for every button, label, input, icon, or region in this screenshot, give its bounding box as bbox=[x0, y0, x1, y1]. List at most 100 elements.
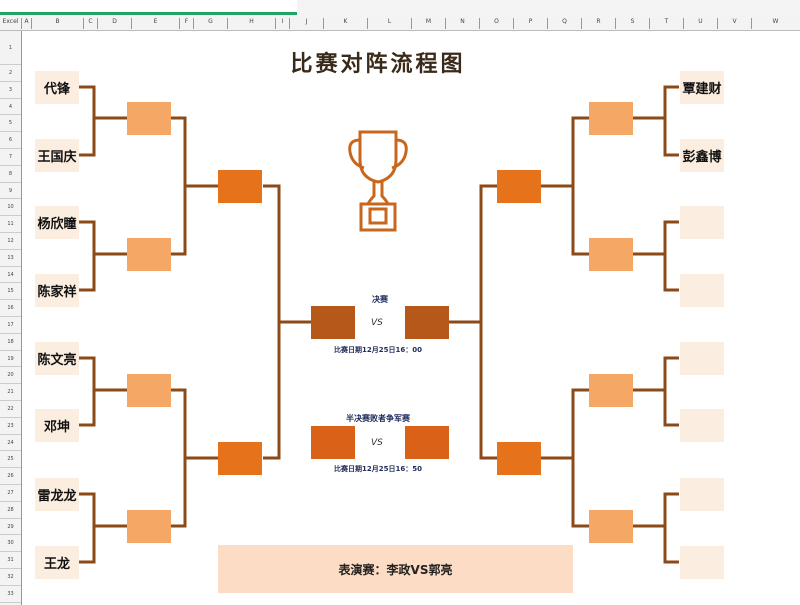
row-header[interactable]: 15 bbox=[0, 283, 21, 301]
row-header[interactable]: 27 bbox=[0, 485, 21, 502]
row-header[interactable]: 20 bbox=[0, 367, 21, 385]
column-header[interactable]: G bbox=[193, 18, 227, 29]
row-header[interactable]: 28 bbox=[0, 502, 21, 519]
row-header[interactable]: 17 bbox=[0, 317, 21, 334]
row-header[interactable]: 29 bbox=[0, 519, 21, 536]
row-header[interactable]: 4 bbox=[0, 99, 21, 116]
row-header[interactable]: 2 bbox=[0, 65, 21, 82]
column-header[interactable]: I bbox=[275, 18, 289, 29]
right-player-slot[interactable]: 彭鑫博 bbox=[680, 139, 724, 172]
round1-winner-slot[interactable] bbox=[589, 102, 633, 135]
left-player-slot[interactable]: 王国庆 bbox=[35, 139, 79, 172]
row-header[interactable]: 25 bbox=[0, 451, 21, 469]
row-header[interactable]: 18 bbox=[0, 334, 21, 351]
row-header[interactable]: 24 bbox=[0, 435, 21, 452]
round1-winner-slot[interactable] bbox=[589, 238, 633, 271]
column-header[interactable]: R bbox=[581, 18, 615, 29]
row-header[interactable]: 21 bbox=[0, 384, 21, 401]
round1-winner-slot[interactable] bbox=[589, 510, 633, 543]
left-player-slot[interactable]: 邓坤 bbox=[35, 409, 79, 442]
row-header[interactable]: 32 bbox=[0, 569, 21, 586]
column-header[interactable]: F bbox=[179, 18, 193, 29]
left-player-slot[interactable]: 陈文亮 bbox=[35, 342, 79, 375]
left-player-slot[interactable]: 王龙 bbox=[35, 546, 79, 579]
row-header[interactable]: 1 bbox=[0, 31, 21, 65]
right-player-slot[interactable] bbox=[680, 478, 724, 511]
third-place-left-slot[interactable] bbox=[311, 426, 355, 459]
column-header[interactable]: E bbox=[131, 18, 179, 29]
final-vs: VS bbox=[371, 318, 383, 328]
row-header[interactable]: 30 bbox=[0, 535, 21, 553]
column-header[interactable]: D bbox=[97, 18, 131, 29]
row-header[interactable]: 16 bbox=[0, 300, 21, 317]
row-header[interactable]: 7 bbox=[0, 149, 21, 166]
round1-winner-slot[interactable] bbox=[127, 510, 171, 543]
row-header[interactable]: 31 bbox=[0, 552, 21, 569]
final-right-slot[interactable] bbox=[405, 306, 449, 339]
column-header[interactable]: M bbox=[411, 18, 445, 29]
page-title: 比赛对阵流程图 bbox=[290, 51, 466, 77]
column-header[interactable]: J bbox=[289, 18, 323, 29]
row-header[interactable]: 9 bbox=[0, 183, 21, 200]
semifinal-slot[interactable] bbox=[497, 170, 541, 203]
column-header[interactable]: N bbox=[445, 18, 479, 29]
right-player-slot[interactable] bbox=[680, 274, 724, 307]
column-header[interactable]: K bbox=[323, 18, 367, 29]
left-player-slot[interactable]: 代锋 bbox=[35, 71, 79, 104]
round1-winner-slot[interactable] bbox=[127, 102, 171, 135]
exhibition-match[interactable]: 表演赛：李政VS郭亮 bbox=[218, 545, 573, 593]
column-header[interactable]: V bbox=[717, 18, 751, 29]
left-player-slot[interactable]: 雷龙龙 bbox=[35, 478, 79, 511]
left-player-slot[interactable]: 杨欣瞳 bbox=[35, 206, 79, 239]
column-header[interactable]: H bbox=[227, 18, 275, 29]
row-header[interactable]: 26 bbox=[0, 468, 21, 485]
final-label: 决赛 bbox=[372, 295, 388, 304]
row-header[interactable]: 14 bbox=[0, 267, 21, 284]
semifinal-slot[interactable] bbox=[218, 170, 262, 203]
column-header[interactable]: A bbox=[21, 18, 31, 29]
column-header[interactable]: O bbox=[479, 18, 513, 29]
active-tab-indicator bbox=[0, 12, 297, 15]
row-header[interactable]: 5 bbox=[0, 115, 21, 133]
column-header[interactable]: L bbox=[367, 18, 411, 29]
third-place-time: 比赛日期12月25日16：50 bbox=[334, 465, 422, 473]
round1-winner-slot[interactable] bbox=[127, 238, 171, 271]
right-player-slot[interactable] bbox=[680, 206, 724, 239]
row-header[interactable]: 19 bbox=[0, 351, 21, 368]
ribbon-area bbox=[0, 0, 800, 15]
column-header[interactable]: U bbox=[683, 18, 717, 29]
row-header[interactable]: 11 bbox=[0, 216, 21, 233]
row-header[interactable]: 12 bbox=[0, 233, 21, 250]
round1-winner-slot[interactable] bbox=[589, 374, 633, 407]
third-place-right-slot[interactable] bbox=[405, 426, 449, 459]
column-header[interactable]: P bbox=[513, 18, 547, 29]
final-left-slot[interactable] bbox=[311, 306, 355, 339]
row-header[interactable]: 10 bbox=[0, 199, 21, 217]
right-player-slot[interactable] bbox=[680, 342, 724, 375]
right-player-slot[interactable] bbox=[680, 546, 724, 579]
row-header[interactable]: 8 bbox=[0, 166, 21, 183]
row-header[interactable]: 6 bbox=[0, 132, 21, 149]
row-header[interactable]: 3 bbox=[0, 82, 21, 99]
semifinal-slot[interactable] bbox=[218, 442, 262, 475]
row-header[interactable]: 13 bbox=[0, 250, 21, 267]
semifinal-slot[interactable] bbox=[497, 442, 541, 475]
column-header[interactable]: B bbox=[31, 18, 83, 29]
select-all-corner[interactable]: Excel bbox=[2, 18, 19, 25]
column-header[interactable]: Q bbox=[547, 18, 581, 29]
round1-winner-slot[interactable] bbox=[127, 374, 171, 407]
column-header[interactable]: S bbox=[615, 18, 649, 29]
column-header[interactable]: C bbox=[83, 18, 97, 29]
row-header[interactable]: 22 bbox=[0, 401, 21, 418]
column-header[interactable]: T bbox=[649, 18, 683, 29]
row-header[interactable]: 23 bbox=[0, 418, 21, 435]
column-header[interactable]: W bbox=[751, 18, 799, 29]
right-player-slot[interactable]: 覃建财 bbox=[680, 71, 724, 104]
right-player-slot[interactable] bbox=[680, 409, 724, 442]
left-player-slot[interactable]: 陈家祥 bbox=[35, 274, 79, 307]
row-header[interactable]: 33 bbox=[0, 586, 21, 603]
